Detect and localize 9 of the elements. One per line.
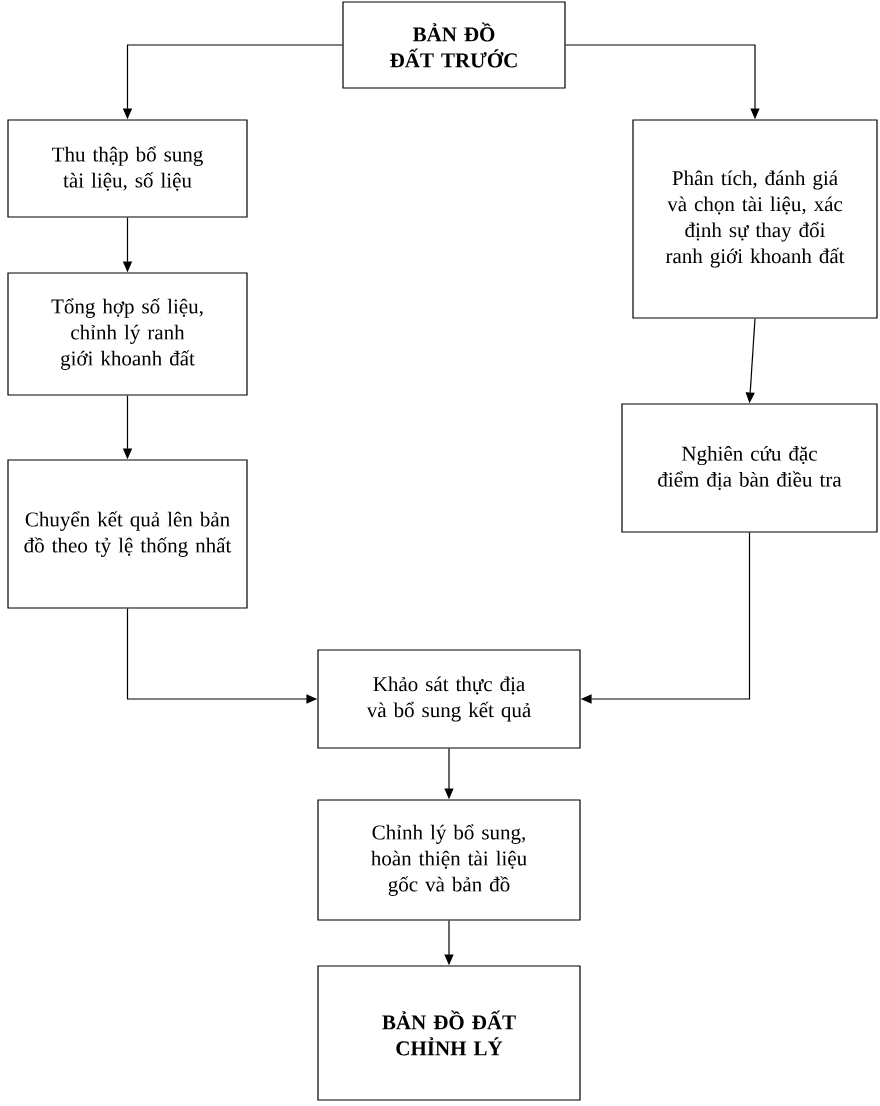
title-box: BẢN ĐỒ ĐẤT CHỈNH LÝ (317, 965, 581, 1101)
process-box: Nghiên cứu đặc điểm địa bàn điều tra (621, 403, 878, 533)
process-box: Tổng hợp số liệu, chỉnh lý ranh giới khoanh đất (7, 272, 248, 396)
process-box: Khảo sát thực địa và bổ sung kết quả (317, 649, 581, 749)
process-box: Chuyển kết quả lên bản đồ theo tỷ lệ thống nhất (7, 459, 248, 609)
title-box: BẢN ĐỒ ĐẤT TRƯỚC (342, 1, 566, 89)
process-box: Thu thập bổ sung tài liệu, số liệu (7, 119, 248, 218)
process-box: Chỉnh lý bổ sung, hoàn thiện tài liệu gốc và bản đồ (317, 799, 581, 921)
process-box: Phân tích, đánh giá và chọn tài liệu, xác định sự thay đổi ranh giới khoanh đất (632, 119, 878, 319)
